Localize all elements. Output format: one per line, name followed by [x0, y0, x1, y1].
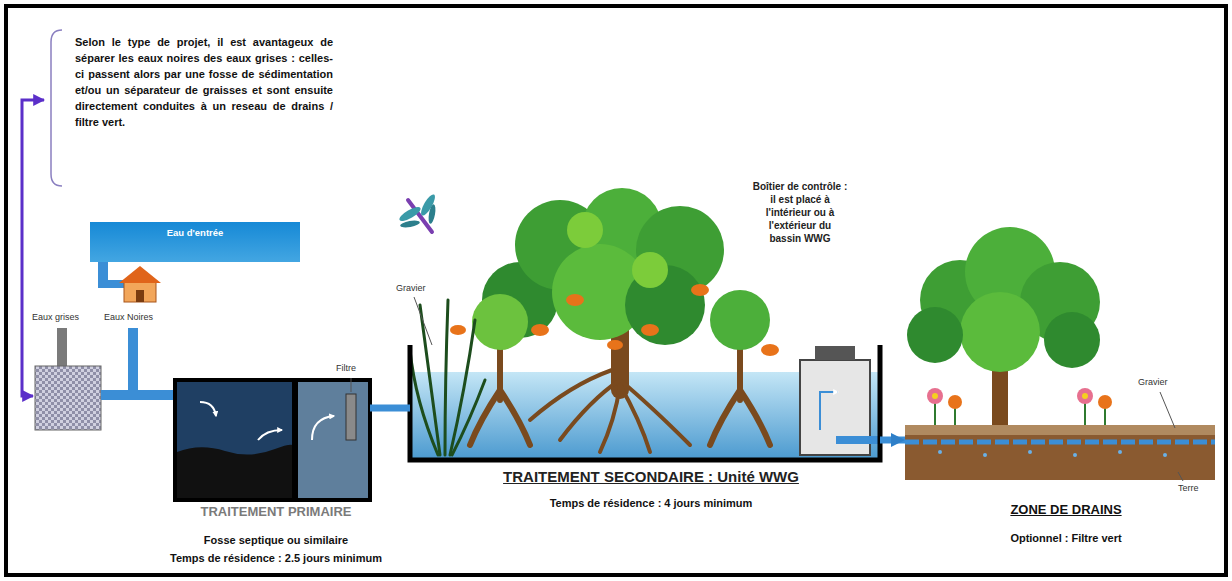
dragonfly: [398, 193, 438, 232]
stage-note: Temps de résidence : 2.5 jours minimum: [150, 552, 402, 566]
stage-note: Optionnel : Filtre vert: [905, 532, 1227, 546]
feed-pipe: [101, 390, 177, 400]
note-arrows: [22, 30, 62, 396]
part-label: Filtre: [336, 363, 356, 374]
unit-outline: [905, 425, 1215, 480]
drain-field-art: [905, 227, 1215, 480]
septic-tank: [175, 380, 370, 500]
leader-line: [351, 378, 352, 392]
inlet-box: Eau d'entrée: [90, 222, 300, 262]
stage-heading: TRAITEMENT SECONDAIRE : Unité WWG: [410, 468, 892, 487]
unit-outline: [175, 380, 370, 500]
unit-outline: [410, 345, 880, 460]
leader-line: [1178, 472, 1183, 481]
stage-note: Fosse septique ou similaire: [150, 534, 402, 548]
stage-heading: TRAITEMENT PRIMAIRE: [150, 504, 402, 520]
black-pipe: [128, 328, 138, 396]
grey-pipe: [57, 328, 67, 368]
wwg-basin: TRAITEMENT SECONDAIRE : Unité WWG Temps d…: [410, 345, 892, 511]
part-label: Gravier: [1138, 377, 1168, 388]
inlet-pipe: [98, 262, 161, 302]
part-label: Terre: [1178, 483, 1199, 494]
stage-heading: ZONE DE DRAINS: [905, 502, 1227, 518]
stage-note: Temps de résidence : 4 jours minimum: [410, 497, 892, 511]
primary-tank: TRAITEMENT PRIMAIRE Fosse septique ou sim…: [150, 380, 402, 566]
note-text: Selon le type de projet, il est avantage…: [75, 34, 333, 130]
control-box-note: Boîtier de contrôle : il est placé à l'i…: [752, 180, 848, 245]
pipe-connector: [370, 405, 410, 412]
box-title: Eau d'entrée: [96, 227, 294, 239]
leader-line: [1160, 392, 1175, 428]
pipe-label: Eaux grises: [32, 312, 79, 323]
frame: [6, 6, 1226, 575]
leader-line: [414, 297, 432, 345]
part-label: Gravier: [396, 283, 426, 294]
pipe-connector: [880, 437, 905, 444]
splitter-box: [35, 366, 101, 430]
pipe-label: Eaux Noires: [104, 312, 153, 323]
